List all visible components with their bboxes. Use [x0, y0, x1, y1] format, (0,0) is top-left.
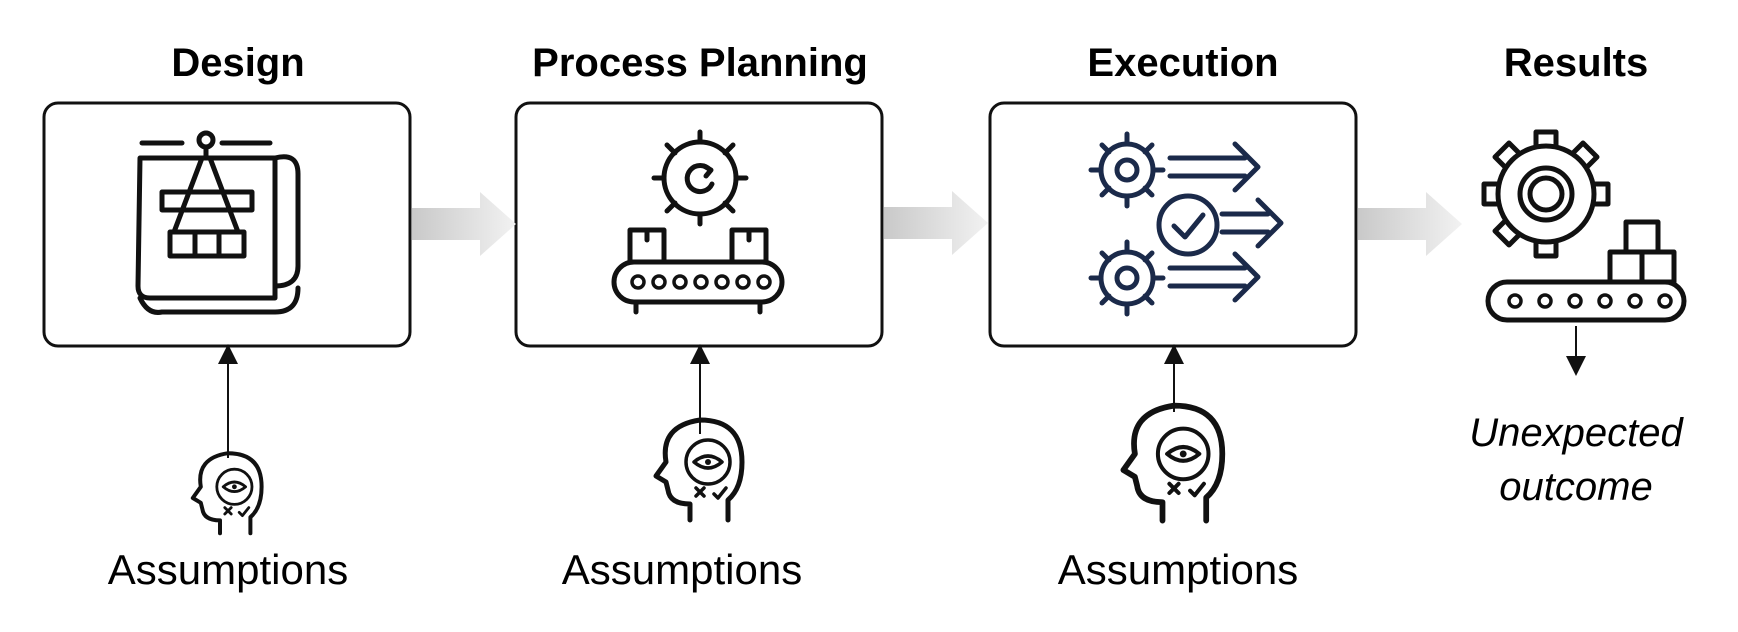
conveyor-gear-icon	[611, 129, 785, 315]
stage-title-execution: Execution	[1087, 41, 1278, 85]
stage-title-results: Results	[1504, 41, 1649, 85]
assumption-label-execution: Assumptions	[1058, 546, 1298, 593]
gear-conveyor-boxes-icon	[1481, 129, 1687, 323]
flow-arrow-2	[884, 191, 988, 255]
assumption-label-design: Assumptions	[108, 546, 348, 593]
head-eye-icon	[190, 451, 264, 536]
flow-arrow-3	[1358, 192, 1462, 256]
outcome-line-2: outcome	[1499, 465, 1652, 509]
gears-arrows-check-icon	[1088, 131, 1284, 317]
head-eye-icon	[653, 417, 745, 523]
flow-arrow-1	[412, 192, 516, 256]
assumption-label-process-planning: Assumptions	[562, 546, 802, 593]
stage-title-design: Design	[171, 41, 304, 85]
outcome-line-1: Unexpected	[1469, 411, 1684, 455]
head-eye-icon	[1120, 402, 1226, 524]
stage-title-process-planning: Process Planning	[532, 41, 868, 85]
blueprint-compass-icon	[135, 130, 301, 315]
